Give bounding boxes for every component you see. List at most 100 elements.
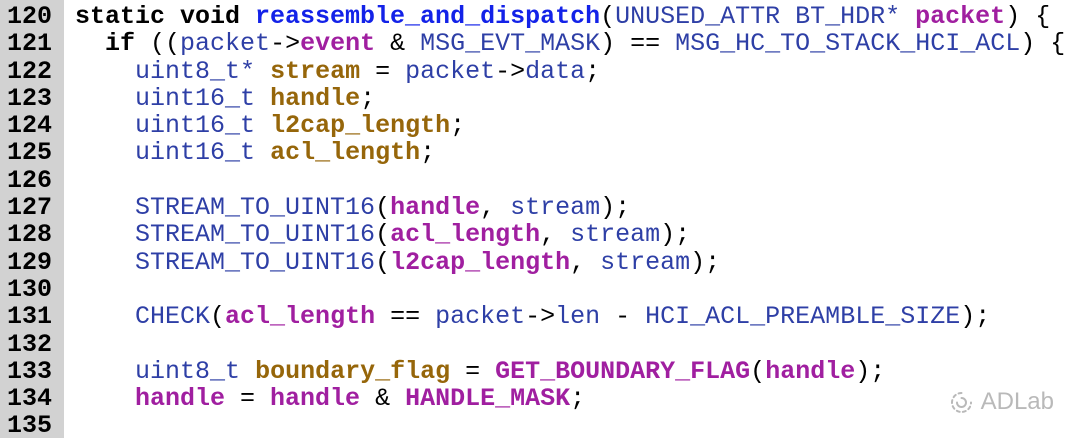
token-pl: [75, 302, 135, 331]
line-number: 130: [7, 274, 53, 304]
token-pl: ==: [375, 302, 436, 332]
token-ty: uint8_t: [135, 356, 241, 386]
line-number: 127: [7, 193, 53, 223]
code-line: 134 handle = handle & HANDLE_MASK;: [0, 384, 1080, 414]
code-text: [64, 166, 75, 195]
code-text: STREAM_TO_UINT16(acl_length, stream);: [64, 220, 690, 249]
token-ty: stream: [600, 247, 691, 277]
token-ty: packet: [180, 29, 271, 59]
code-line: 124 uint16_t l2cap_length;: [0, 111, 1080, 140]
token-ty: MSG_HC_TO_STACK_HCI_ACL: [675, 29, 1021, 59]
token-pl: [75, 84, 135, 113]
adlab-logo-icon: [948, 389, 975, 416]
token-pl: ,: [570, 247, 601, 277]
code-line: 135: [0, 412, 1080, 438]
token-ty: UNUSED_ATTR BT_HDR*: [615, 2, 901, 31]
token-pl: ,: [540, 220, 571, 250]
code-area: 120 static void reassemble_and_dispatch(U…: [0, 3, 1080, 438]
token-ty: STREAM_TO_UINT16: [135, 247, 376, 277]
token-pl: [255, 138, 270, 167]
line-number-gutter: [0, 0, 64, 438]
token-ty: len: [555, 302, 601, 332]
code-text: handle = handle & HANDLE_MASK;: [64, 384, 585, 413]
line-number: 120: [7, 2, 53, 31]
token-pa: handle: [390, 193, 481, 223]
token-pl: ;: [450, 111, 466, 141]
token-pl: -: [600, 302, 646, 332]
token-ty: uint16_t: [135, 111, 256, 141]
token-pa: handle: [765, 356, 856, 386]
token-ty: uint8_t*: [135, 56, 256, 86]
code-line: 128 STREAM_TO_UINT16(acl_length, stream)…: [0, 220, 1080, 250]
line-number: 132: [7, 329, 53, 359]
code-line: 130: [0, 274, 1080, 304]
token-pl: (: [210, 302, 226, 332]
token-fn: reassemble_and_dispatch: [255, 2, 601, 31]
code-text: uint8_t boundary_flag = GET_BOUNDARY_FLA…: [64, 357, 885, 386]
token-pa: GET_BOUNDARY_FLAG: [495, 356, 751, 386]
token-pl: );: [690, 247, 721, 277]
token-ty: uint16_t: [135, 138, 256, 168]
token-pl: ) ==: [600, 29, 676, 59]
code-line: 123 uint16_t handle;: [0, 84, 1080, 113]
token-pl: =: [225, 384, 271, 414]
token-pl: (: [375, 247, 391, 277]
token-ty: stream: [510, 193, 601, 223]
code-text: CHECK(acl_length == packet->len - HCI_AC…: [64, 302, 990, 331]
token-pl: ->: [270, 29, 301, 59]
token-ty: stream: [570, 220, 661, 250]
adlab-watermark: ADLab: [948, 388, 1054, 416]
code-text: static void reassemble_and_dispatch(UNUS…: [64, 2, 1050, 31]
token-ty: STREAM_TO_UINT16: [135, 220, 376, 250]
code-text: uint16_t handle;: [64, 84, 375, 113]
token-pl: ;: [360, 83, 376, 113]
code-text: STREAM_TO_UINT16(l2cap_length, stream);: [64, 248, 720, 277]
line-number: 131: [7, 302, 53, 332]
token-pl: [75, 248, 135, 277]
token-pl: ) {: [1005, 2, 1051, 31]
token-pl: ((: [135, 29, 181, 59]
token-lo: acl_length: [270, 138, 421, 168]
token-pa: l2cap_length: [390, 247, 571, 277]
token-pl: [75, 111, 135, 140]
token-pl: [255, 111, 270, 140]
token-pl: =: [360, 56, 406, 86]
token-pl: [75, 57, 135, 86]
line-number: 129: [7, 247, 53, 277]
code-text: if ((packet->event & MSG_EVT_MASK) == MS…: [64, 29, 1065, 58]
token-pa: handle: [270, 384, 361, 414]
line-number: 125: [7, 138, 53, 168]
token-pl: [75, 29, 105, 58]
token-pl: (: [750, 356, 766, 386]
code-line: 121 if ((packet->event & MSG_EVT_MASK) =…: [0, 29, 1080, 59]
token-pl: ,: [480, 193, 511, 223]
line-number: 133: [7, 356, 53, 386]
line-number: 121: [7, 29, 53, 59]
code-text: uint16_t l2cap_length;: [64, 111, 465, 140]
token-pa: packet: [915, 2, 1006, 31]
line-number: 134: [7, 384, 53, 414]
code-line: 126: [0, 165, 1080, 195]
token-pl: [75, 193, 135, 222]
code-line: 131 CHECK(acl_length == packet->len - HC…: [0, 302, 1080, 332]
code-line: 127 STREAM_TO_UINT16(handle, stream);: [0, 193, 1080, 223]
code-line: 133 uint8_t boundary_flag = GET_BOUNDARY…: [0, 356, 1080, 386]
token-ty: CHECK: [135, 302, 211, 332]
token-pl: [255, 84, 270, 113]
token-pl: (: [375, 193, 391, 223]
line-number: 128: [7, 220, 53, 250]
line-number: 122: [7, 56, 53, 86]
token-pa: handle: [135, 384, 226, 414]
token-pl: [75, 357, 135, 386]
token-pl: [900, 2, 915, 31]
token-ty: packet: [405, 56, 496, 86]
code-text: [64, 330, 75, 359]
code-line: 125 uint16_t acl_length;: [0, 138, 1080, 168]
token-ty: MSG_EVT_MASK: [420, 29, 601, 59]
adlab-watermark-label: ADLab: [980, 388, 1054, 415]
token-pl: [255, 57, 270, 86]
code-text: uint8_t* stream = packet->data;: [64, 57, 600, 86]
token-lo: boundary_flag: [255, 356, 451, 386]
line-number: 126: [7, 165, 53, 195]
